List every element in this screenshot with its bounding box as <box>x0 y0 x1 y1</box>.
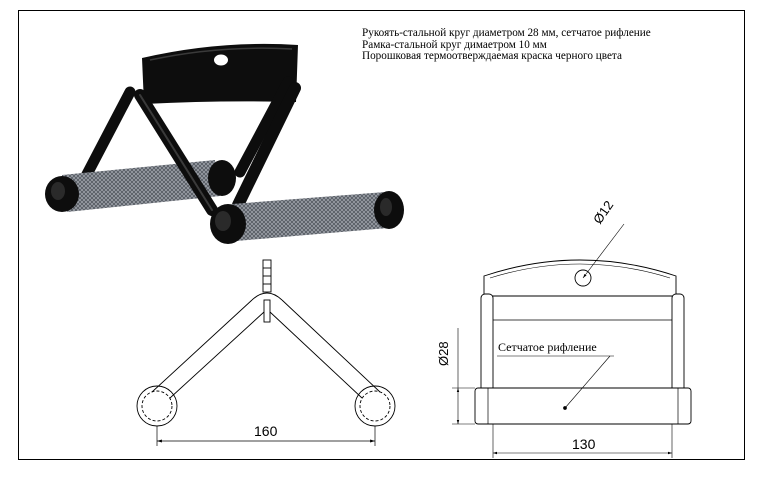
dimension-diameter-28: Ø28 <box>436 341 451 366</box>
render-back-grip <box>45 160 236 212</box>
note-paint: Порошковая термоотверждаемая краска черн… <box>362 50 622 63</box>
side-grip <box>474 387 692 425</box>
side-view <box>452 223 692 458</box>
front-left-grip <box>136 385 178 427</box>
technical-notes: Рукоять-стальной круг диаметром 28 мм, с… <box>362 27 742 63</box>
dimension-160: 160 <box>254 423 278 439</box>
dimension-130: 130 <box>572 436 596 452</box>
render-top-plate <box>142 43 298 104</box>
handle-3d-render <box>45 43 404 244</box>
callout-knurling: Сетчатое рифление <box>498 340 597 354</box>
render-front-grip <box>210 191 404 244</box>
render-hole <box>214 54 228 66</box>
note-handle: Рукоять-стальной круг диаметром 28 мм, с… <box>362 27 651 39</box>
note-frame: Рамка-стальной круг димаетром 10 мм <box>362 38 547 51</box>
front-view <box>136 259 396 446</box>
front-right-grip <box>354 385 396 427</box>
drawing-frame <box>18 10 745 460</box>
